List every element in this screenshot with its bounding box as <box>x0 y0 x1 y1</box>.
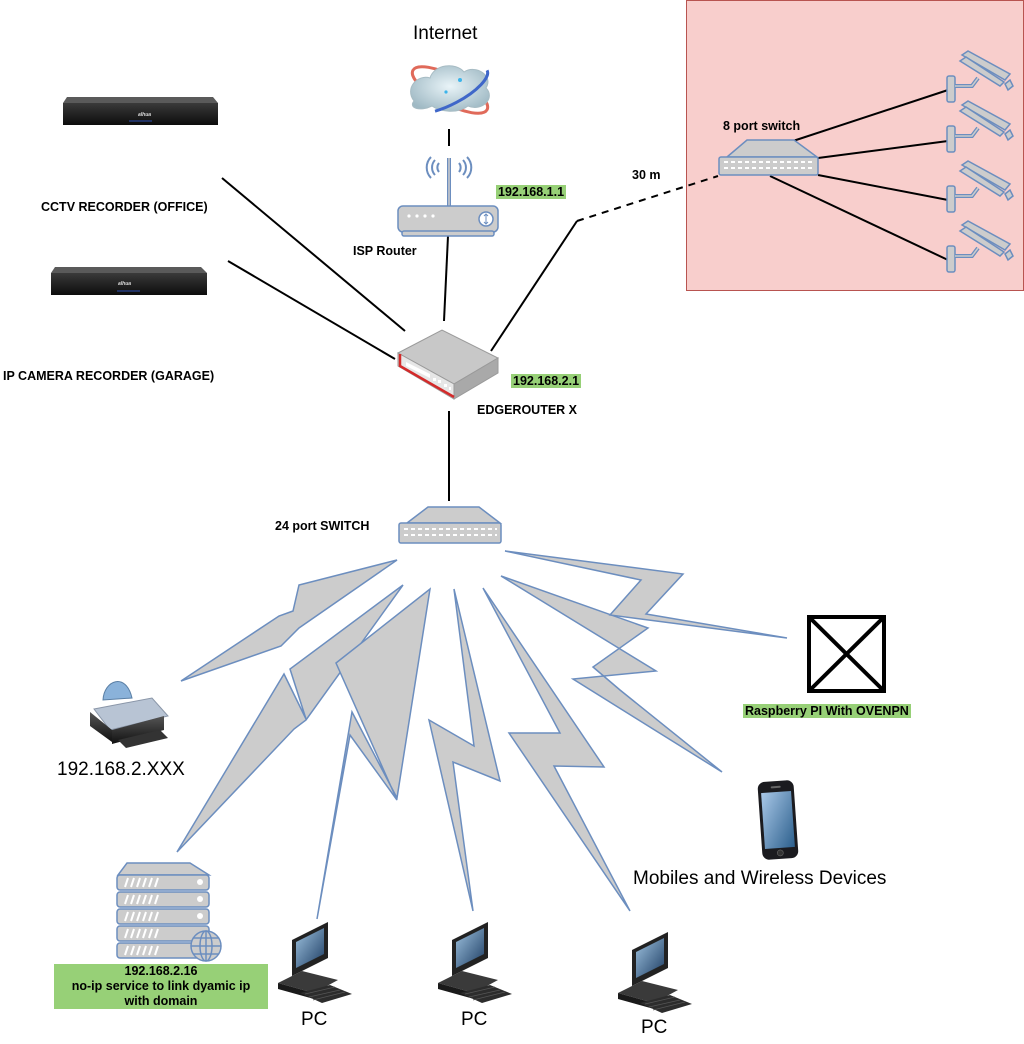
wireless-link-server <box>176 584 404 853</box>
printer-icon <box>90 681 169 748</box>
cctv-recorder-label: CCTV RECORDER (OFFICE) <box>41 200 208 214</box>
wireless-links <box>176 550 788 920</box>
mobile-devices-label: Mobiles and Wireless Devices <box>633 868 887 889</box>
pc-label: PC <box>461 1009 488 1030</box>
isp-router-label: ISP Router <box>353 244 417 258</box>
internet-label: Internet <box>413 23 478 44</box>
server-desc-line1: no-ip service to link dyamic ip <box>71 979 251 993</box>
link-camera-3 <box>817 174 949 201</box>
security-camera-icon <box>946 50 1014 103</box>
wireless-link-pc2 <box>427 588 502 912</box>
server-ip: 192.168.2.16 <box>124 964 198 978</box>
pc-label: PC <box>301 1009 328 1030</box>
dvr-recorder-icon: alhua <box>63 97 218 125</box>
printer-ip-label: 192.168.2.XXX <box>57 759 185 780</box>
link-edgerouter-elbow <box>490 220 578 352</box>
wireless-link-raspberry <box>504 550 788 639</box>
edgerouter-ip: 192.168.2.1 <box>511 374 582 388</box>
desktop-pc-icon <box>437 921 513 1004</box>
wireless-link-pc1 <box>316 587 432 920</box>
link-camera-4 <box>769 175 949 261</box>
link-dashed-switch8 <box>576 175 719 222</box>
ip-camera-recorder-label: IP CAMERA RECORDER (GARAGE) <box>3 369 215 383</box>
smartphone-icon <box>757 780 799 860</box>
globe-icon <box>190 930 222 962</box>
svg-text:alhua: alhua <box>118 281 131 287</box>
switch8-label: 8 port switch <box>723 119 801 133</box>
pc-label: PC <box>641 1017 668 1038</box>
link-camera-2 <box>817 140 949 159</box>
web-server-icon <box>116 862 222 962</box>
link-ipcam-edgerouter <box>227 260 396 360</box>
raspberry-pi-label: Raspberry PI With OVENPN <box>743 704 911 718</box>
desktop-pc-icon <box>278 922 352 1003</box>
router-icon <box>396 329 500 400</box>
isp-router-ip: 192.168.1.1 <box>496 185 567 199</box>
distance-label: 30 m <box>632 168 661 182</box>
missing-image-placeholder-icon <box>807 615 886 693</box>
server-desc-line2: with domain <box>124 994 198 1008</box>
link-cctv-edgerouter <box>221 177 406 332</box>
camera-zone <box>686 0 1024 291</box>
dvr-recorder-icon: alhua <box>51 267 207 295</box>
switch24-label: 24 port SWITCH <box>275 519 370 533</box>
wireless-link-mobile <box>500 575 723 773</box>
edgerouter-label: EDGEROUTER X <box>477 403 578 417</box>
link-isp-edgerouter <box>443 235 449 322</box>
link-camera-1 <box>792 89 949 142</box>
wired-links <box>221 89 949 501</box>
wireless-router-icon <box>397 156 499 237</box>
network-switch-icon <box>398 506 503 544</box>
wireless-link-pc3 <box>482 587 631 912</box>
server-info-box: 192.168.2.16 no-ip service to link dyami… <box>54 964 268 1009</box>
cloud-globe-icon <box>410 65 490 115</box>
svg-text:alhua: alhua <box>138 112 151 118</box>
network-switch-icon <box>718 139 820 176</box>
desktop-pc-icon <box>617 931 693 1014</box>
wireless-link-printer <box>180 559 398 682</box>
